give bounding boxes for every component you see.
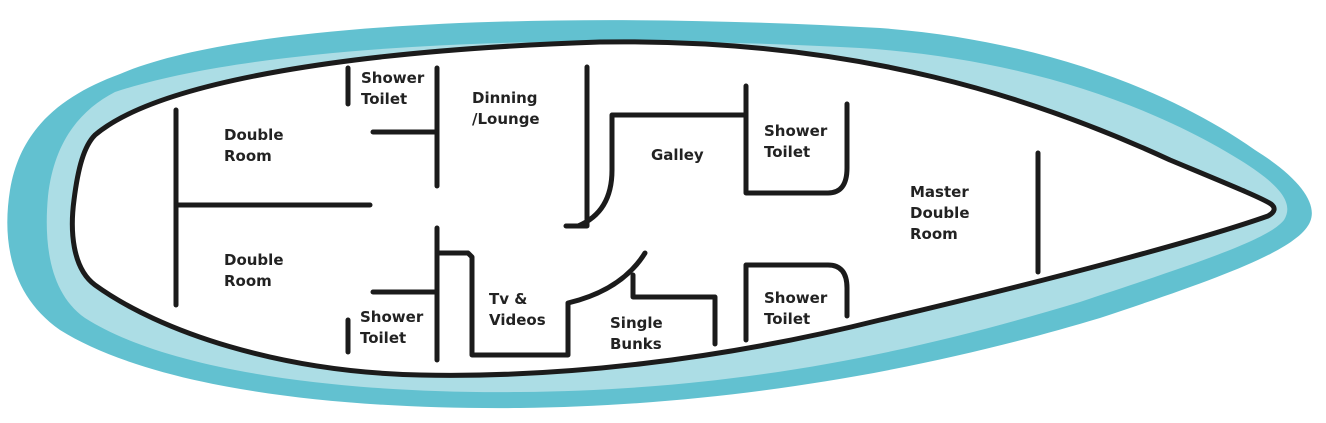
room-label-shower-toilet-bottom-right: Shower Toilet bbox=[764, 289, 828, 328]
room-label-galley: Galley bbox=[651, 146, 704, 164]
room-label-shower-toilet-bottom-left: Shower Toilet bbox=[360, 308, 424, 347]
wall-tv-room bbox=[434, 250, 648, 358]
room-label-double-room-bottom: Double Room bbox=[224, 251, 284, 290]
room-label-tv-videos: Tv & Videos bbox=[489, 290, 546, 329]
room-label-shower-toilet-top-right: Shower Toilet bbox=[764, 122, 828, 161]
wall-single-bunks bbox=[630, 272, 718, 347]
wall-galley bbox=[575, 112, 748, 229]
wall-galley-door bbox=[563, 64, 590, 229]
room-label-dinning-lounge: Dinning /Lounge bbox=[472, 89, 540, 128]
wall-shower-bottom-right bbox=[743, 262, 850, 343]
room-label-double-room-top: Double Room bbox=[224, 126, 284, 165]
wall-shower-top-right bbox=[743, 83, 850, 196]
room-label-single-bunks: Single Bunks bbox=[610, 314, 663, 353]
room-label-master-double-room: Master Double Room bbox=[910, 183, 970, 243]
room-label-shower-toilet-top-left: Shower Toilet bbox=[361, 69, 425, 108]
